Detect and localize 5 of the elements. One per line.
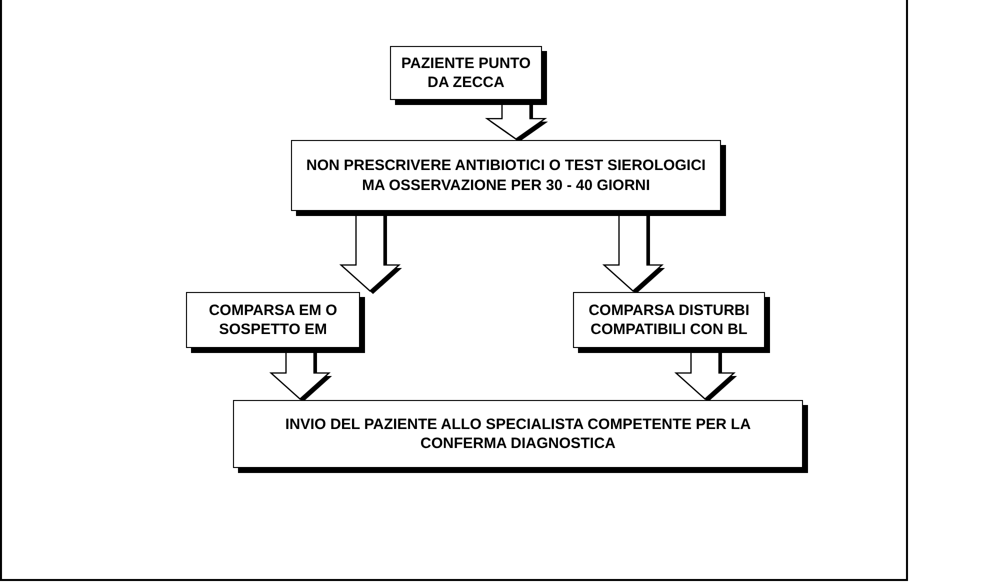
box-text: COMPARSA DISTURBI COMPATIBILI CON BL: [588, 300, 750, 340]
box-text: NON PRESCRIVERE ANTIBIOTICI O TEST SIEROLOGICI MA OSSERVAZIONE PER 30 - 40 GIORNI: [305, 156, 707, 195]
box-text: COMPARSA EM O SOSPETTO EM: [208, 300, 338, 340]
box-text: INVIO DEL PAZIENTE ALLO SPECIALISTA COMPETENTE PER LA CONFERMA DIAGNOSTICA: [284, 414, 752, 454]
box-text: PAZIENTE PUNTO DA ZECCA: [400, 54, 532, 92]
